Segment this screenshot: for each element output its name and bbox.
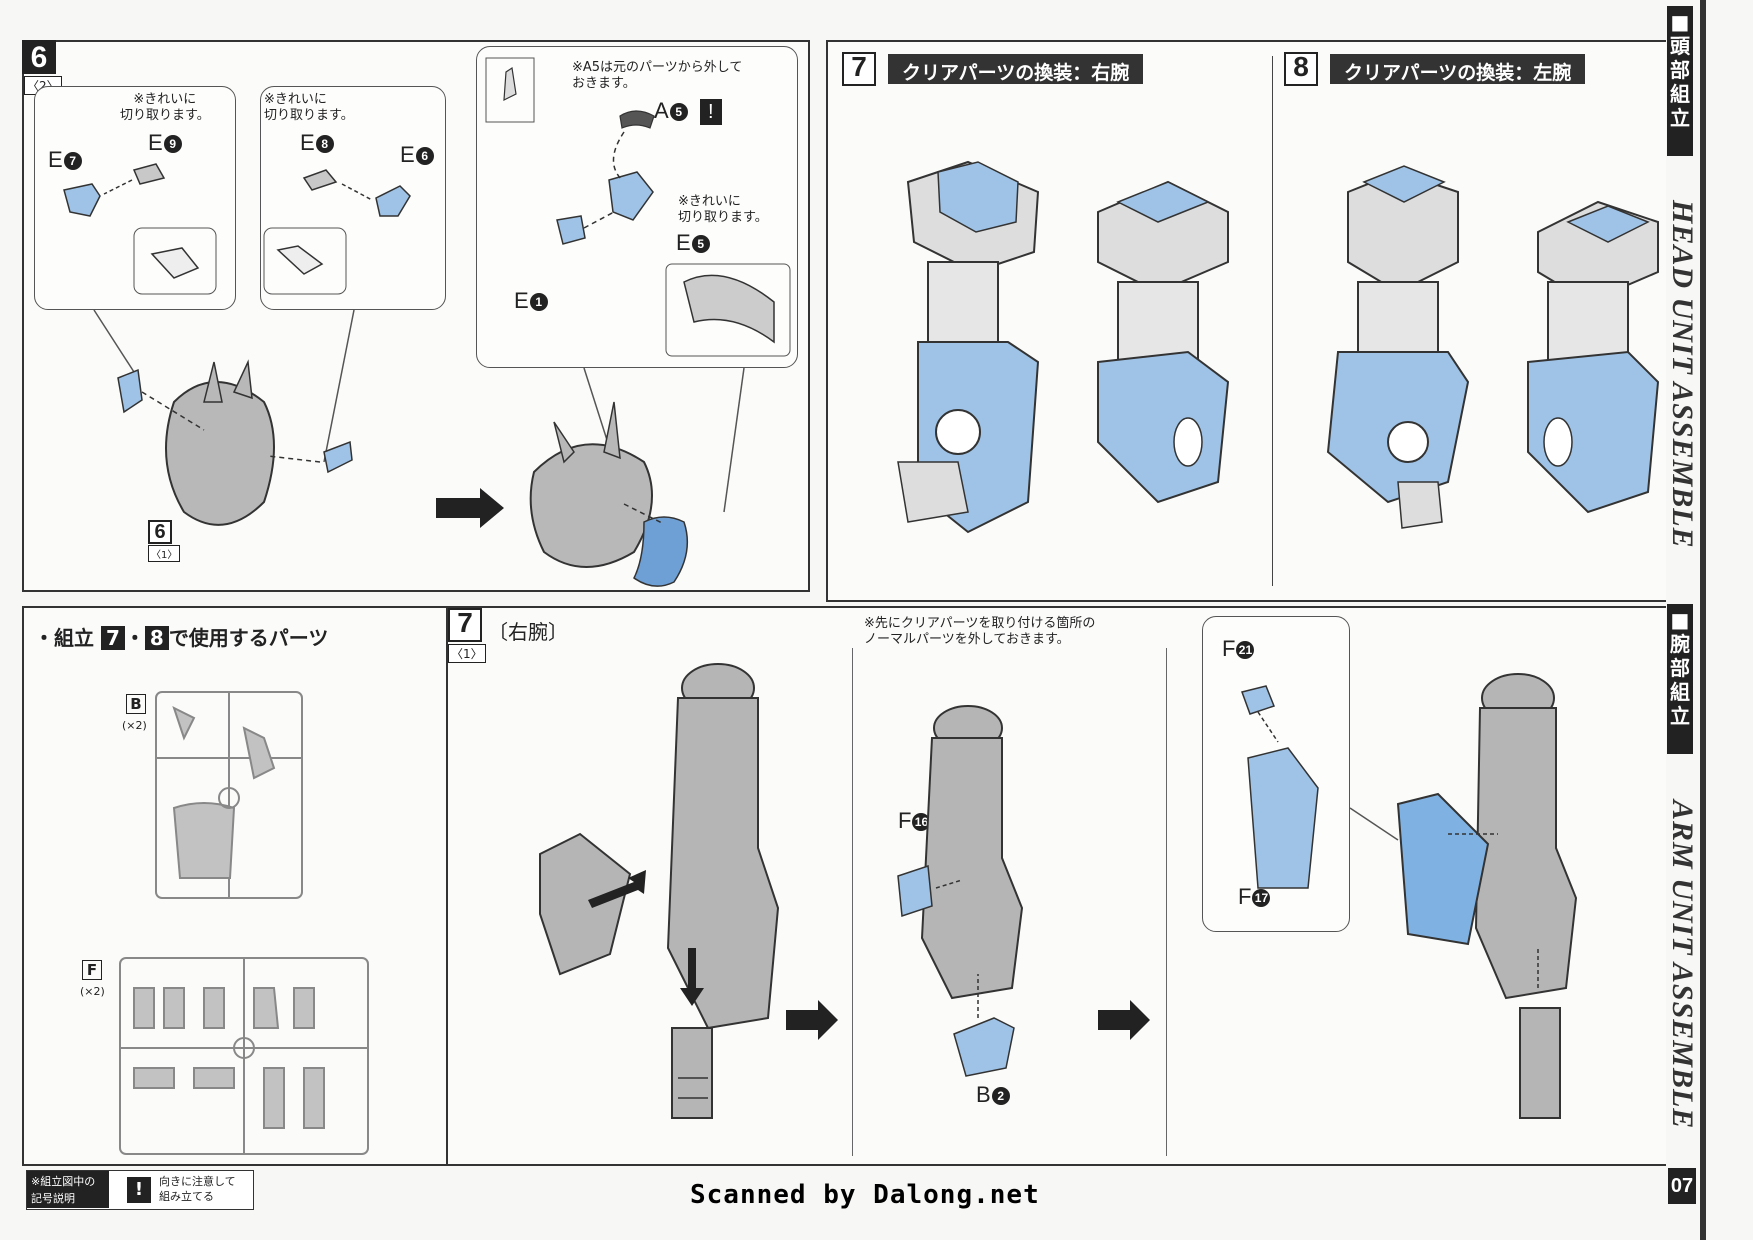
step6-bubble-mid [260, 86, 446, 310]
step7-sub-tag: 〈1〉 [448, 644, 486, 663]
divider-1 [852, 648, 853, 1156]
step7-sub-label: 〔右腕〕 [488, 620, 568, 644]
arm-illustrations-top [897, 160, 1660, 534]
step6-panel: 6 〈2〉 ※きれいに 切り取ります。 E7 E9 ※きれいに 切り取ります。 … [22, 40, 810, 592]
legend-text: 向きに注意して 組み立てる [159, 1175, 236, 1203]
divider-2 [1166, 648, 1167, 1156]
right-arm-side [1097, 180, 1230, 504]
step7-sub-panel: 7 〈1〉 〔右腕〕 ※先にクリアパーツを取り付ける箇所の ノーマルパーツを外し… [446, 606, 1666, 1166]
runner-f-qty: (×2) [80, 985, 105, 998]
step6-note-left: ※きれいに 切り取ります。 [120, 92, 210, 123]
legend: ※組立図中の 記号説明 ! 向きに注意して 組み立てる [26, 1170, 254, 1210]
left-arm-front [1326, 165, 1470, 529]
scan-credit: Scanned by Dalong.net [690, 1180, 1040, 1210]
step6-illustration [63, 57, 791, 587]
step7-sub-illustration [539, 663, 1578, 1119]
step6-ref-number: 6 [148, 520, 172, 544]
step6-ref-sub: 〈1〉 [148, 545, 181, 562]
runner-f-label: F [82, 960, 102, 980]
caution-icon: ! [699, 99, 722, 125]
runner-b-label: B [126, 694, 146, 714]
step7-title: クリアパーツの換装：右腕 [888, 54, 1144, 84]
step6-number: 6 [22, 40, 56, 74]
page-number: 07 [1668, 1168, 1696, 1204]
runner-illustrations [119, 691, 369, 1155]
step6-note-right: ※A5は元のパーツから外して おきます。 [572, 60, 743, 91]
step7-8-panel: 7 クリアパーツの換装：右腕 8 クリアパーツの換装：左腕 [826, 40, 1666, 602]
arm-stage-2 [897, 705, 1024, 1077]
runner-b-qty: (×2) [122, 719, 147, 732]
legend-caution-icon: ! [127, 1177, 151, 1203]
side-tab-arm: ■ 腕 部 組 立 [1667, 604, 1693, 754]
step7-number: 7 [842, 52, 876, 86]
side-text-head: HEAD UNIT ASSEMBLE [1666, 200, 1699, 549]
runner-b [155, 691, 303, 899]
step6-note-mid: ※きれいに 切り取ります。 [264, 92, 354, 123]
right-arm-front [897, 160, 1040, 534]
step7-sub-number: 7 [448, 608, 482, 642]
runner-f [119, 957, 369, 1155]
side-tab-head: ■ 頭 部 組 立 [1667, 6, 1693, 156]
arm-stage-3 [1396, 673, 1578, 1119]
step7-8-divider [1272, 56, 1273, 586]
step8-number: 8 [1284, 52, 1318, 86]
left-arm-side [1527, 200, 1660, 514]
side-text-arm: ARM UNIT ASSEMBLE [1666, 800, 1699, 1130]
arm-stage-1 [539, 663, 780, 1119]
step8-title: クリアパーツの換装：左腕 [1330, 54, 1586, 84]
step7-sub-note: ※先にクリアパーツを取り付ける箇所の ノーマルパーツを外しておきます。 [864, 616, 1096, 647]
legend-title: ※組立図中の 記号説明 [27, 1171, 109, 1208]
side-bar [1700, 0, 1706, 1240]
step6-note-e5: ※きれいに 切り取ります。 [678, 194, 768, 225]
